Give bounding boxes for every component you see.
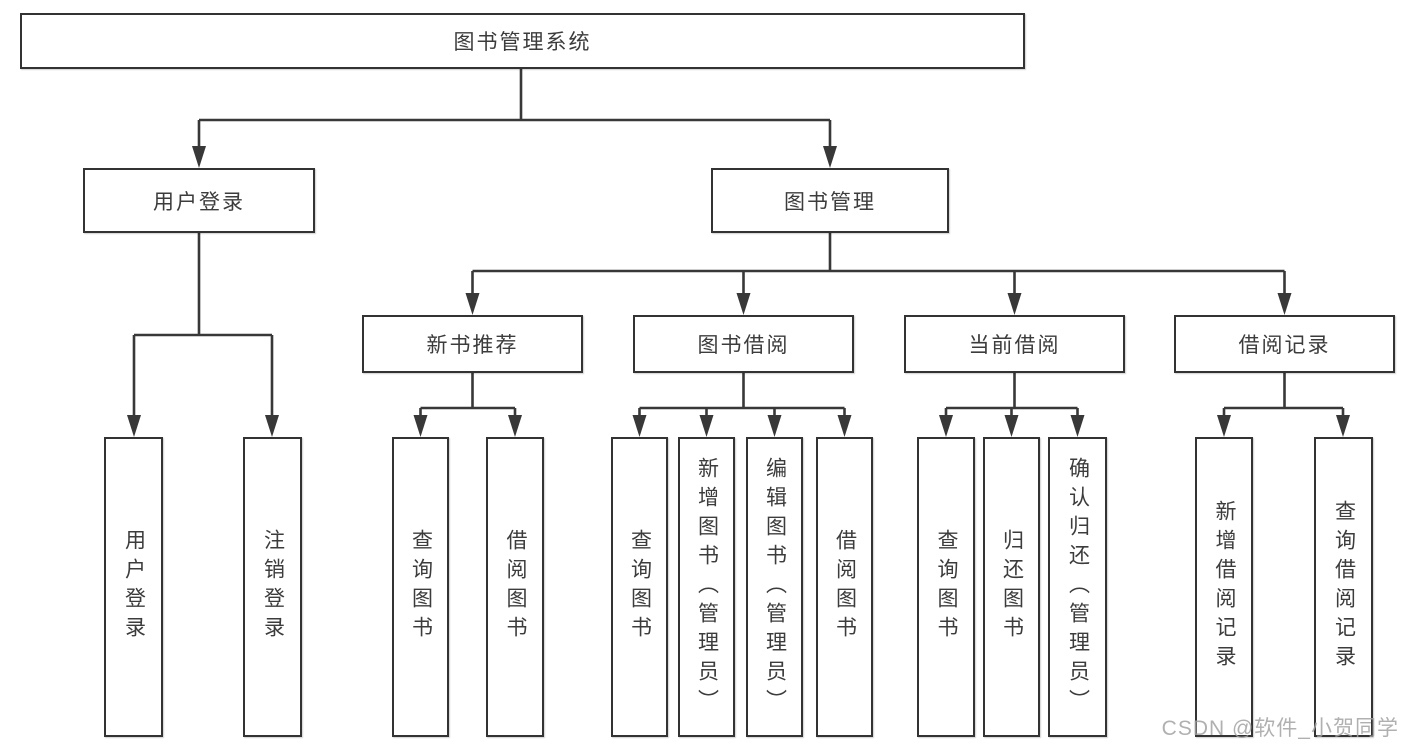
leaf-logout: 注销登录 [243, 437, 302, 737]
leaf-add-borrow-record: 新增借阅记录 [1195, 437, 1253, 737]
leaf-query-books-borrowing: 查询图书 [611, 437, 668, 737]
leaf-edit-book-admin: 编辑图书（管理员） [746, 437, 803, 737]
leaf-add-book-admin: 新增图书（管理员） [678, 437, 735, 737]
node-book-borrowing: 图书借阅 [633, 315, 854, 373]
node-borrowing-records: 借阅记录 [1174, 315, 1395, 373]
leaf-query-borrow-record: 查询借阅记录 [1314, 437, 1373, 737]
leaf-borrow-books-borrowing: 借阅图书 [816, 437, 873, 737]
leaf-query-books-current: 查询图书 [917, 437, 975, 737]
leaf-query-books-recommend: 查询图书 [392, 437, 449, 737]
node-user-login: 用户登录 [83, 168, 315, 233]
node-book-management: 图书管理 [711, 168, 949, 233]
leaf-return-books: 归还图书 [983, 437, 1040, 737]
node-current-borrowing: 当前借阅 [904, 315, 1125, 373]
node-new-book-recommend: 新书推荐 [362, 315, 583, 373]
node-system-root: 图书管理系统 [20, 13, 1025, 69]
leaf-confirm-return-admin: 确认归还（管理员） [1048, 437, 1107, 737]
tree-edges [132, 69, 1345, 417]
arrowhead-icons [127, 146, 1350, 437]
leaf-user-login: 用户登录 [104, 437, 163, 737]
leaf-borrow-books-recommend: 借阅图书 [486, 437, 544, 737]
